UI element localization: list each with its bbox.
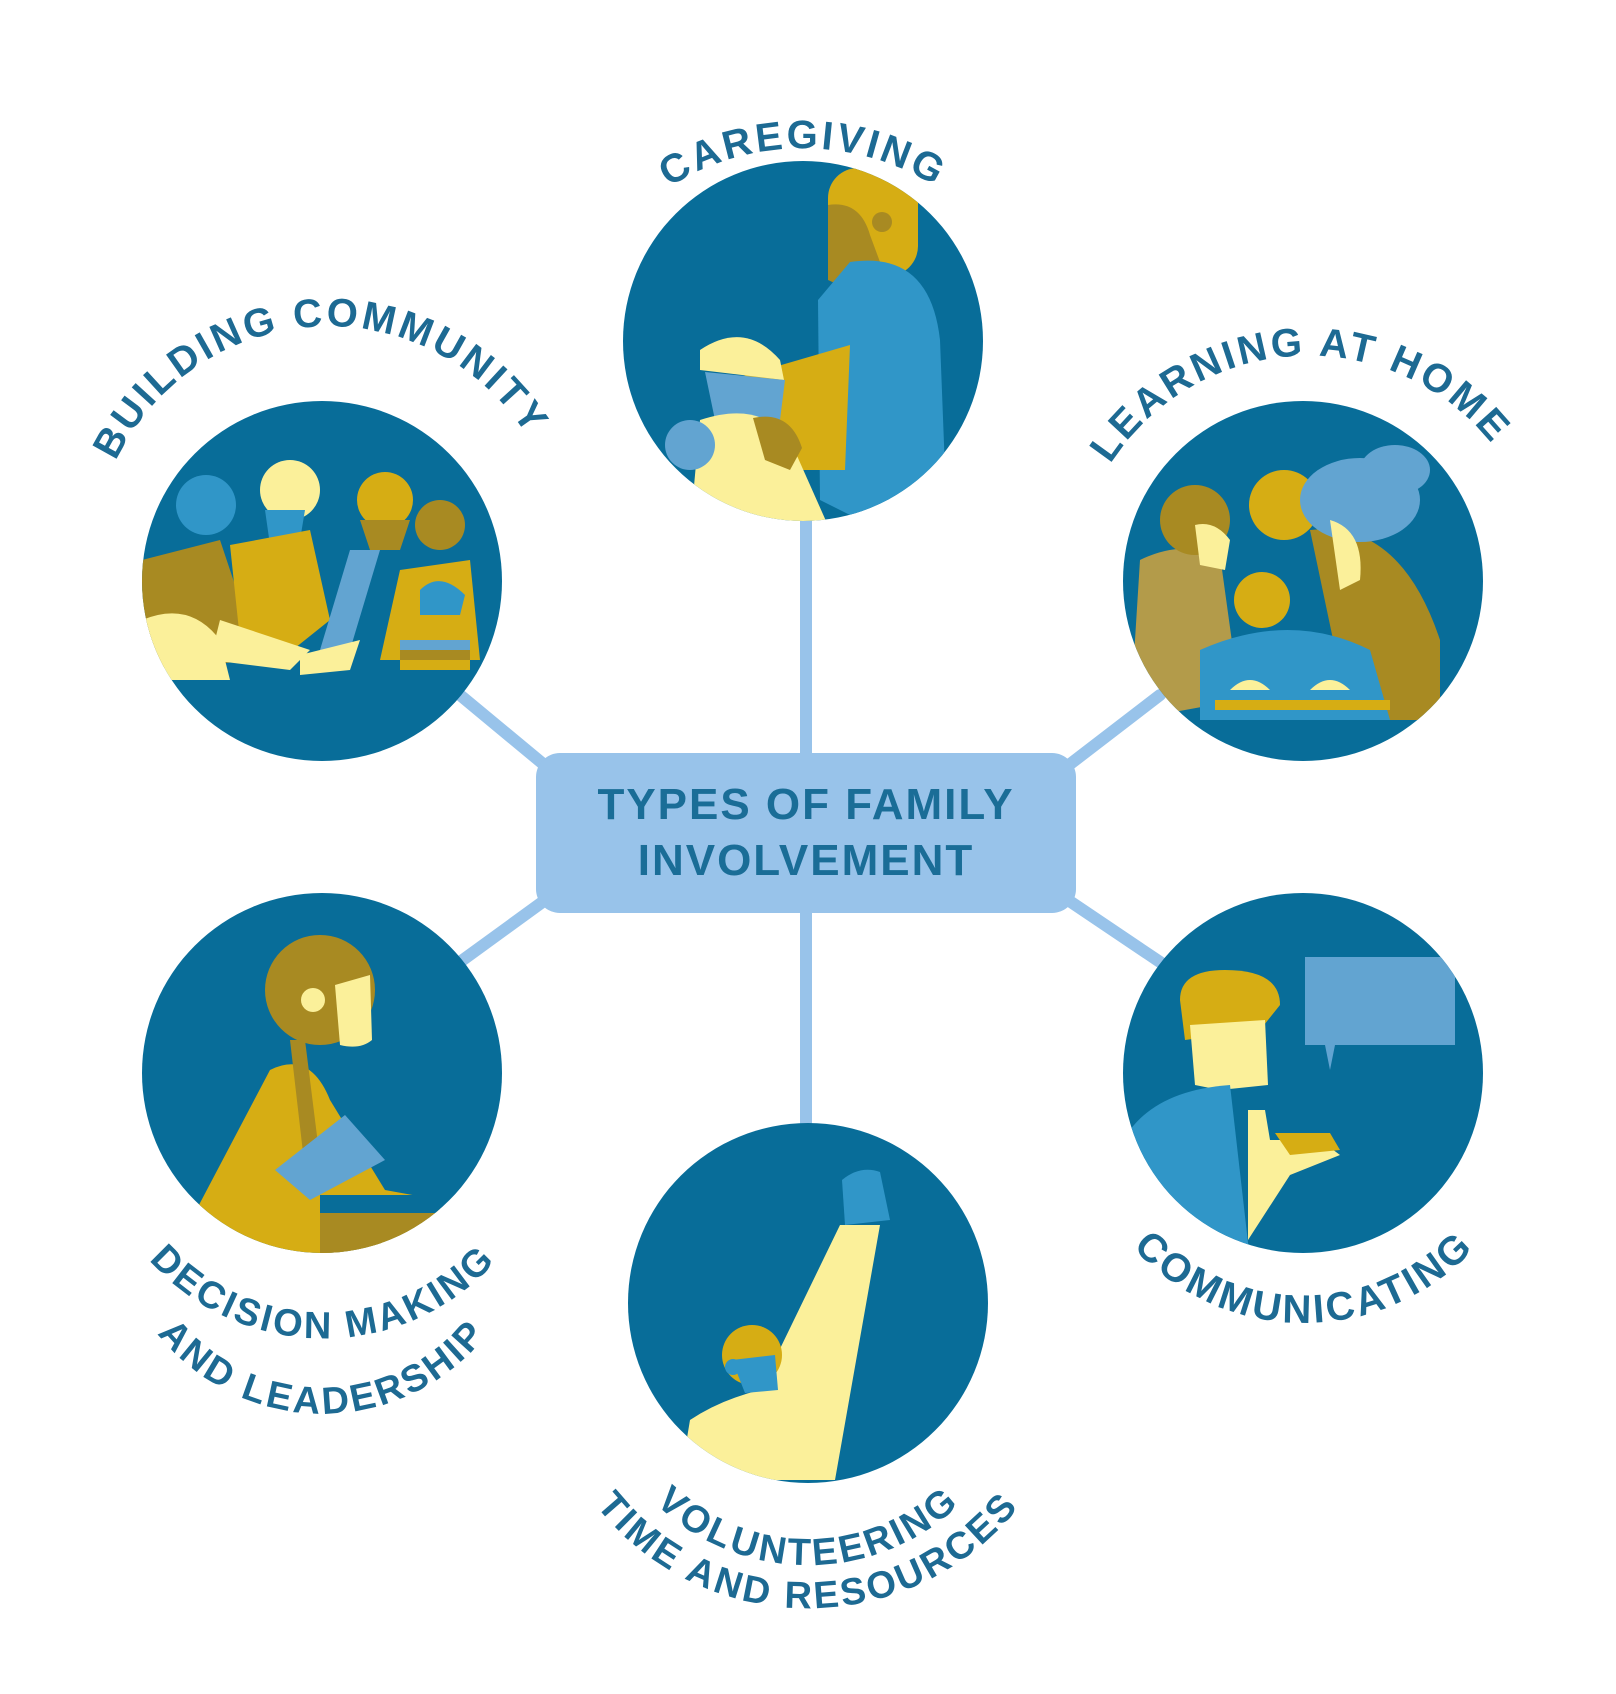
central-title-box: TYPES OF FAMILY INVOLVEMENT [536,753,1076,913]
adult-carrying-child-illustration [665,168,945,521]
connectors [454,509,1166,1131]
node-communicating: COMMUNICATING [1123,893,1483,1332]
connector-communicating [1059,892,1166,968]
connector-learning-at-home [1059,689,1166,774]
node-decision-making: DECISION MAKING AND LEADERSHIP [142,893,502,1423]
node-volunteering: VOLUNTEERING TIME AND RESOURCES [589,1123,1024,1618]
group-joining-hands-illustration [142,460,480,680]
connector-building-community [454,689,554,774]
node-caregiving: CAREGIVING [623,113,983,521]
raised-hand-illustration [680,1169,890,1480]
connector-decision-making [454,892,554,968]
title-line-2: INVOLVEMENT [637,836,975,885]
node-building-community: BUILDING COMMUNITY [85,291,555,761]
family-homework-illustration [1130,445,1440,720]
node-learning-at-home: LEARNING AT HOME [1082,320,1517,761]
speech-bubble-icon [1305,957,1455,1070]
title-line-1: TYPES OF FAMILY [597,780,1015,829]
